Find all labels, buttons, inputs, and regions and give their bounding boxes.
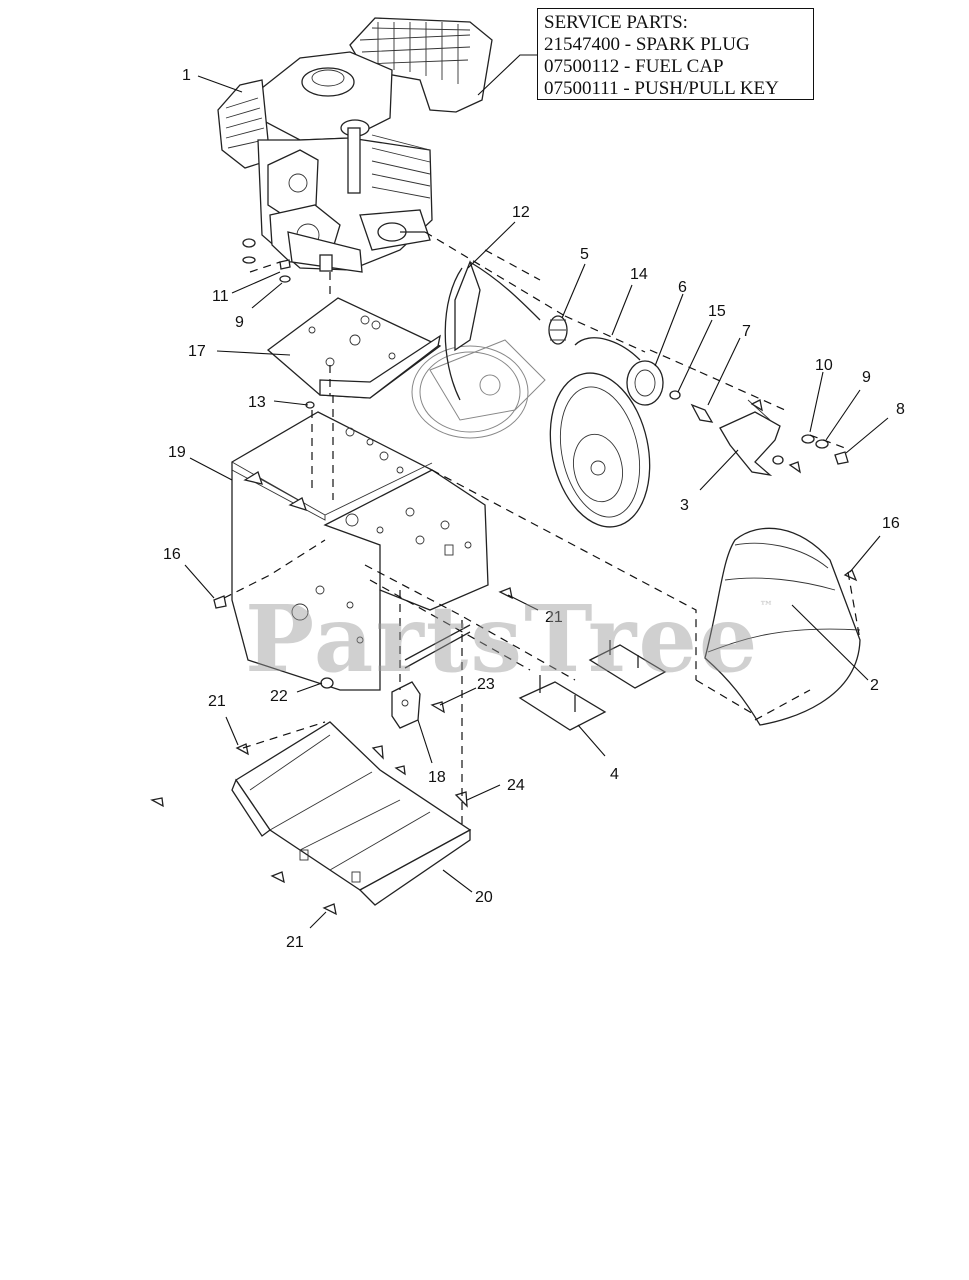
belt-cover-part[interactable] <box>704 527 861 726</box>
callout-10: 10 <box>815 357 833 374</box>
callout-16-right: 16 <box>882 515 900 532</box>
callout-14: 14 <box>630 266 648 283</box>
engine-hardware[interactable] <box>242 238 291 283</box>
service-parts-box: SERVICE PARTS: 21547400 - SPARK PLUG 075… <box>537 8 814 100</box>
callout-11: 11 <box>212 288 229 305</box>
bottom-cover-part[interactable] <box>231 721 472 906</box>
frame-part[interactable] <box>231 411 489 691</box>
drive-belt-part[interactable] <box>537 337 663 536</box>
callout-7: 7 <box>742 323 751 340</box>
callout-16-left: 16 <box>163 546 181 563</box>
leader-lines <box>184 54 889 929</box>
callout-6: 6 <box>678 279 687 296</box>
callout-21-bottom: 21 <box>286 934 304 951</box>
callout-5: 5 <box>580 246 589 263</box>
assembly-lines <box>223 231 861 830</box>
callout-23: 23 <box>477 676 495 693</box>
callout-24: 24 <box>507 777 525 794</box>
callout-labels: 1 11 9 17 13 19 16 12 5 14 6 15 7 10 9 8… <box>163 67 905 951</box>
callout-9-right: 9 <box>862 369 871 386</box>
callout-21-left: 21 <box>208 693 226 710</box>
callout-22: 22 <box>270 688 288 705</box>
fasteners[interactable] <box>150 401 468 916</box>
service-part-spark-plug[interactable]: 21547400 - SPARK PLUG <box>544 34 750 55</box>
callout-12: 12 <box>512 204 530 221</box>
bracket-4-part[interactable] <box>518 640 667 731</box>
callout-13: 13 <box>248 394 266 411</box>
engine-pulley-part[interactable] <box>548 315 568 345</box>
auger-pulley-part[interactable] <box>411 260 546 439</box>
callout-20: 20 <box>475 889 493 906</box>
callout-4: 4 <box>610 766 619 783</box>
callout-1: 1 <box>182 67 191 84</box>
service-part-fuel-cap[interactable]: 07500112 - FUEL CAP <box>544 56 724 77</box>
callout-3: 3 <box>680 497 689 514</box>
callout-8: 8 <box>896 401 905 418</box>
callout-9-left: 9 <box>235 314 244 331</box>
callout-19: 19 <box>168 444 186 461</box>
callout-15: 15 <box>708 303 726 320</box>
bracket-18-part[interactable] <box>391 681 421 729</box>
service-parts-heading: SERVICE PARTS: <box>544 12 688 33</box>
callout-2: 2 <box>870 677 879 694</box>
mount-plate-part[interactable] <box>266 297 442 399</box>
callout-21-mid: 21 <box>545 609 563 626</box>
callout-17: 17 <box>188 343 206 360</box>
idler-bracket-part[interactable] <box>719 399 849 477</box>
callout-18: 18 <box>428 769 446 786</box>
engine-part[interactable] <box>217 17 493 273</box>
service-part-push-pull-key[interactable]: 07500111 - PUSH/PULL KEY <box>544 78 779 99</box>
pulley-6-part[interactable] <box>626 360 681 406</box>
bolt-7-part[interactable] <box>690 403 714 423</box>
